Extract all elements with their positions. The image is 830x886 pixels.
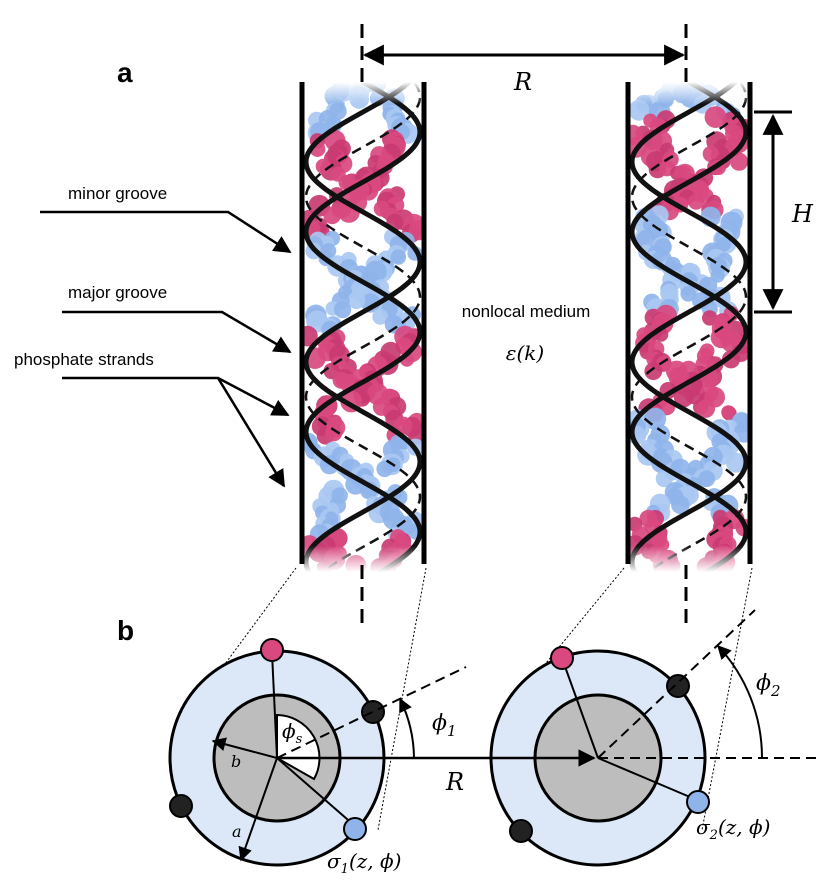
phosphate-strand — [629, 82, 749, 572]
separation-label-bottom: R — [445, 768, 464, 796]
spoke-blue-left — [276, 757, 356, 827]
radius-b-label: b — [231, 752, 241, 771]
minor-groove-label: minor groove — [68, 184, 167, 203]
projection-line-right-1 — [541, 567, 625, 669]
atom — [698, 470, 716, 488]
spoke-pink-left — [271, 652, 278, 759]
atom — [704, 106, 727, 128]
atom — [696, 399, 715, 418]
atom — [376, 460, 393, 478]
spoke-blue-right — [597, 757, 698, 801]
atom — [671, 495, 690, 515]
atom — [325, 424, 343, 442]
phosphate-pink-left — [260, 638, 284, 662]
helix-axis-dashed — [630, 82, 748, 572]
atom — [323, 206, 342, 225]
phosphate-blue-left — [343, 817, 367, 841]
medium-label: nonlocal medium — [462, 302, 591, 321]
cross-section-left — [168, 638, 386, 867]
atom — [702, 310, 718, 326]
projection-line-right-2 — [701, 567, 753, 831]
atom — [347, 291, 366, 310]
atom — [730, 152, 749, 171]
phi-1-arc — [399, 697, 415, 759]
phosphate-pointer-2 — [216, 377, 286, 488]
sigma-2-label: σ2(z, ϕ) — [696, 815, 770, 843]
separation-label-top: R — [513, 68, 532, 96]
atom — [721, 405, 736, 420]
dna-helix-right — [625, 82, 753, 572]
phosphate-strand — [303, 82, 423, 572]
phosphate-strands-label: phosphate strands — [14, 350, 154, 369]
panel-a-letter: a — [117, 57, 133, 88]
atom — [372, 308, 389, 325]
atom — [644, 362, 663, 381]
atom — [688, 193, 705, 210]
phi-s-label: ϕs — [282, 719, 303, 747]
phosphate-dark-right-2 — [509, 819, 533, 843]
helix-axis-dashed — [304, 82, 422, 572]
phi-2-arc — [717, 644, 764, 759]
phi-2-label: ϕ2 — [756, 671, 781, 700]
pitch-label: H — [791, 200, 814, 228]
phosphate-blue-right — [686, 790, 710, 814]
spoke-pink-right — [562, 660, 599, 759]
atom — [628, 99, 650, 121]
atom — [702, 145, 720, 163]
phosphate-pink-right — [550, 646, 574, 670]
panel-b-letter: b — [117, 615, 134, 646]
phi-1-label: ϕ1 — [432, 711, 457, 740]
phosphate-dark-left-1 — [361, 700, 385, 724]
angle-line-phi-1 — [276, 666, 467, 759]
radius-a-arrow — [238, 757, 278, 862]
atom — [390, 249, 407, 265]
radius-b-arrow — [211, 737, 278, 759]
phosphate-dark-left-2 — [169, 794, 193, 818]
major-groove-pointer — [62, 310, 292, 354]
atom — [680, 286, 696, 302]
dielectric-label: ε(k) — [506, 341, 544, 365]
atom — [673, 387, 694, 408]
minor-groove-pointer — [40, 210, 292, 254]
atom — [302, 325, 318, 347]
radius-a-label: a — [232, 822, 242, 841]
major-groove-label: major groove — [68, 283, 167, 302]
phosphate-dark-right-1 — [666, 674, 690, 698]
atom — [725, 452, 746, 473]
sigma-1-label: σ1(z, ϕ) — [327, 849, 401, 877]
dna-helix-left — [299, 82, 427, 572]
angle-line-phi-2 — [597, 609, 756, 759]
phosphate-pointer-1 — [62, 376, 290, 417]
atom — [655, 470, 673, 488]
projection-line-left-2 — [377, 567, 427, 831]
atom — [334, 301, 352, 319]
projection-line-left-1 — [221, 567, 297, 669]
